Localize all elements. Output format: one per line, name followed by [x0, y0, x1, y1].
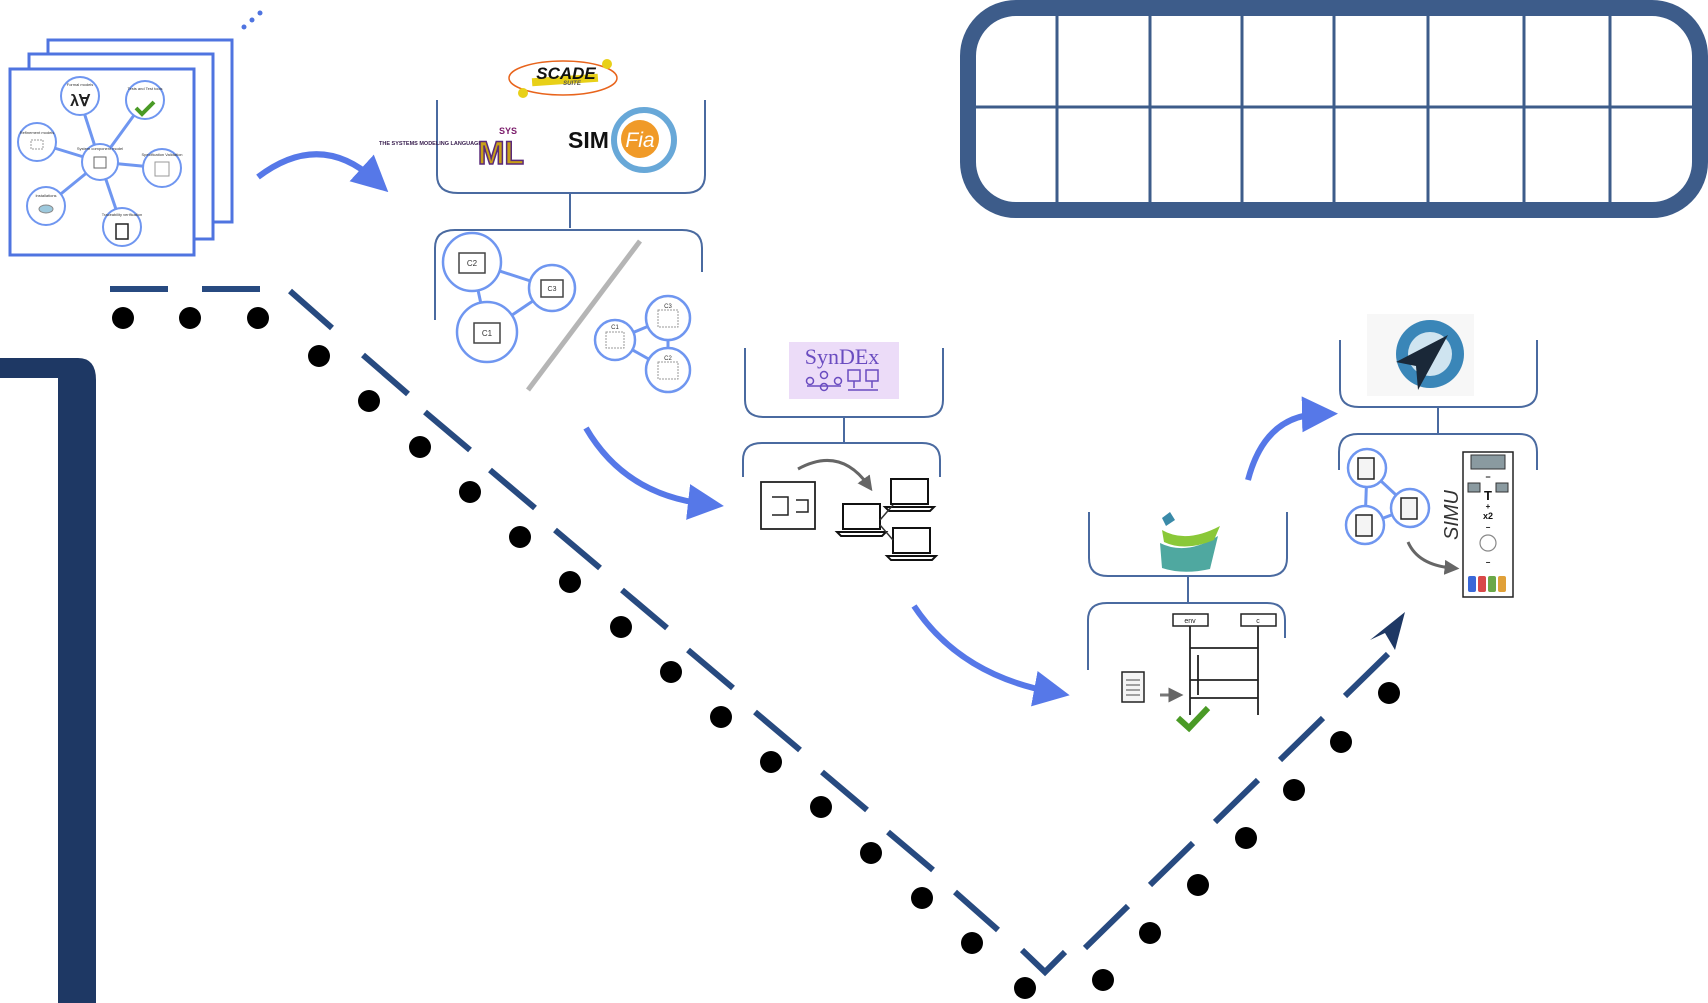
scade-logo-text: SCADE — [536, 64, 596, 83]
component-label: C2 — [467, 259, 478, 268]
simfia-right-text: Fia — [625, 129, 654, 152]
sim-logo-arrow — [1396, 335, 1448, 390]
simu-panel-t-glyph: T — [1484, 488, 1492, 503]
left-bracket-bar — [0, 358, 96, 1003]
sequence-test-box: env c — [1087, 512, 1288, 733]
scade-logo-band — [531, 73, 599, 87]
component-label: C3 — [548, 286, 557, 293]
card-spec-icon — [154, 161, 170, 177]
modeling-tools-box: SCADE SUITE THE SYSTEMS MODELING LANGUAG… — [379, 59, 706, 228]
card-formal-label: Formal models — [67, 82, 93, 87]
component-graph-box: C2 C3 C1 C1 C3 C2 — [434, 229, 703, 394]
simu-panel-node-icon — [1467, 482, 1481, 493]
test-pass-check-icon — [1175, 705, 1211, 733]
sim-doc-icons — [1355, 457, 1418, 537]
simfia-left-text: SIM — [568, 127, 609, 153]
scade-dot-left — [518, 88, 528, 98]
simu-panel-node-icon — [1495, 482, 1509, 493]
card-lambda-symbol: λ∀ — [70, 93, 91, 110]
v-cycle-arrowhead — [1370, 612, 1405, 650]
simu-panel-minus-2: − — [1486, 523, 1491, 532]
check-icon — [134, 100, 156, 117]
test-tool-logo — [1160, 512, 1220, 572]
simu-panel-minus-3: − — [1486, 558, 1491, 567]
sequence-label-c: c — [1256, 618, 1260, 625]
syndex-mapping-arrow — [797, 459, 873, 492]
syndex-graph-icon — [805, 369, 879, 392]
sim-flow-arrow — [1406, 541, 1460, 575]
syndex-logo-text: SynDEx — [805, 344, 880, 369]
simu-control-panel — [1462, 451, 1514, 598]
card-spec-label: Specification Validation — [141, 152, 182, 157]
component-label: C3 — [664, 304, 672, 310]
simulation-box: SIMU − T + x2 − − — [1338, 314, 1538, 598]
component-label: C2 — [664, 356, 672, 362]
scade-suite-text: SUITE — [563, 81, 582, 87]
card-center-icon — [93, 156, 107, 169]
component-label: C1 — [482, 329, 493, 338]
card-install-icon — [38, 204, 54, 214]
sequence-label-env: env — [1184, 618, 1196, 625]
simu-panel-minus: − — [1485, 472, 1490, 482]
card-tests-label: Tests and Test tools — [127, 86, 162, 91]
system-model-cards: System component model Formal models λ∀ … — [8, 10, 263, 257]
sysml-small-text: THE SYSTEMS MODELING LANGUAGE — [379, 141, 482, 147]
laptop-icons — [834, 478, 939, 561]
card-refine-label: Refinement models — [20, 130, 54, 135]
card-trace-label: Traceability verification — [102, 212, 143, 217]
card-install-label: Installations — [35, 193, 56, 198]
v-cycle-dashes — [110, 286, 1391, 977]
syndex-box: SynDEx — [742, 342, 944, 561]
sysml-logo-text: ML — [478, 135, 524, 171]
simu-panel-color-bars — [1468, 576, 1506, 592]
simu-panel-clock-icon — [1479, 534, 1497, 552]
simu-panel-screen-icon — [1470, 454, 1506, 470]
requirements-table — [960, 0, 1708, 218]
card-refine-icon — [30, 139, 44, 150]
scade-dot-right — [602, 59, 612, 69]
card-trace-doc-icon — [115, 223, 129, 240]
syndex-logo-bg — [789, 342, 899, 399]
component-label: C1 — [611, 325, 619, 331]
scade-logo-ring — [508, 60, 618, 96]
v-cycle-dots — [112, 307, 1400, 999]
sysml-sys-text: SYS — [499, 126, 517, 136]
card-center-label: System component model — [77, 146, 123, 151]
simfia-logo-core — [621, 120, 659, 158]
simu-panel-speed: x2 — [1483, 511, 1493, 521]
simu-panel-plus: + — [1486, 502, 1491, 511]
simu-label: SIMU — [1441, 489, 1463, 540]
test-report-doc-icon — [1121, 671, 1145, 703]
flow-arrows — [256, 151, 1338, 707]
